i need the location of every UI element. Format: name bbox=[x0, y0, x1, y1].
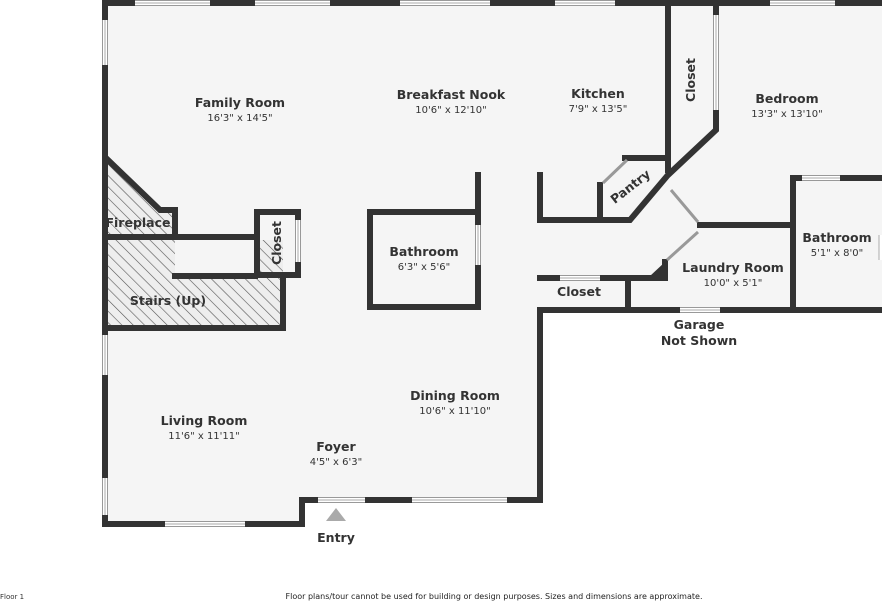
room-dim: 7'9" x 13'5" bbox=[569, 104, 628, 115]
floor-label: Floor 1 bbox=[0, 593, 24, 601]
walls bbox=[102, 0, 882, 527]
garage-label: Garage bbox=[674, 317, 725, 332]
room-name: Living Room bbox=[161, 413, 248, 428]
garage-label: Not Shown bbox=[661, 333, 737, 348]
room-name: Dining Room bbox=[410, 388, 500, 403]
room-dim: 10'0" x 5'1" bbox=[704, 278, 763, 289]
stairs-label: Stairs (Up) bbox=[130, 293, 206, 308]
room-dim: 11'6" x 11'11" bbox=[168, 431, 240, 442]
entry-arrow-icon bbox=[326, 508, 346, 521]
entry-label: Entry bbox=[317, 530, 355, 545]
room-dim: 4'5" x 6'3" bbox=[310, 457, 362, 468]
room-name: Bedroom bbox=[755, 91, 818, 106]
disclaimer: Floor plans/tour cannot be used for buil… bbox=[286, 592, 703, 601]
closet-label: Closet bbox=[683, 58, 698, 102]
closet-label: Closet bbox=[269, 221, 284, 265]
room-dim: 16'3" x 14'5" bbox=[207, 113, 272, 124]
room-name: Bathroom bbox=[389, 244, 458, 259]
windows bbox=[102, 0, 882, 527]
room-name: Laundry Room bbox=[682, 260, 784, 275]
room-dim: 6'3" x 5'6" bbox=[398, 262, 450, 273]
room-dim: 10'6" x 12'10" bbox=[415, 105, 487, 116]
room-name: Kitchen bbox=[571, 86, 625, 101]
room-name: Bathroom bbox=[802, 230, 871, 245]
room-dim: 5'1" x 8'0" bbox=[811, 248, 863, 259]
closet-label: Closet bbox=[557, 284, 601, 299]
fireplace-label: Fireplace bbox=[105, 215, 170, 230]
room-name: Family Room bbox=[195, 95, 285, 110]
room-dim: 13'3" x 13'10" bbox=[751, 109, 823, 120]
floor-area bbox=[105, 3, 882, 524]
room-name: Breakfast Nook bbox=[397, 87, 506, 102]
room-dim: 10'6" x 11'10" bbox=[419, 406, 491, 417]
room-name: Foyer bbox=[316, 439, 356, 454]
